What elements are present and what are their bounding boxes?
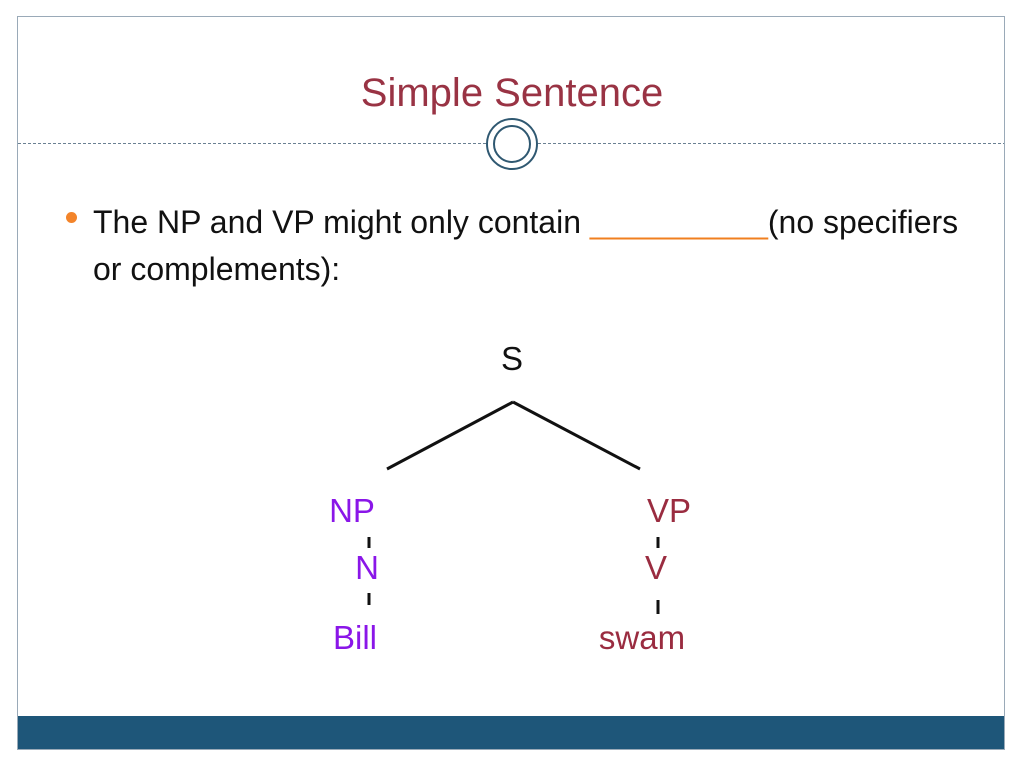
tree-node-n: N [355, 549, 379, 586]
syntax-tree: S NP N Bill VP V swam [18, 17, 1004, 749]
tree-branches [367, 400, 660, 614]
footer-bar [18, 716, 1004, 749]
tree-node-root: S [500, 340, 524, 377]
bullet-text: The NP and VP might only contain _______… [93, 199, 973, 293]
slide: Simple Sentence The NP and VP might only… [17, 16, 1005, 750]
branch-s-np [386, 400, 514, 471]
circle-ornament-icon [486, 118, 538, 170]
bullet-trail-text: (no specifiers or complements): [93, 204, 959, 287]
tree-node-vp: VP [646, 492, 692, 529]
tree-node-v: V [644, 549, 668, 586]
bullet-lead-text: The NP and VP might only contain [93, 204, 590, 240]
fill-in-blank: __________ [589, 204, 768, 240]
bullet-dot-icon [66, 212, 77, 223]
slide-title: Simple Sentence [360, 71, 664, 115]
branch-s-vp [512, 400, 641, 471]
tree-node-bill: Bill [332, 619, 378, 656]
tree-node-np: NP [329, 492, 375, 529]
tree-node-swam: swam [598, 619, 686, 656]
